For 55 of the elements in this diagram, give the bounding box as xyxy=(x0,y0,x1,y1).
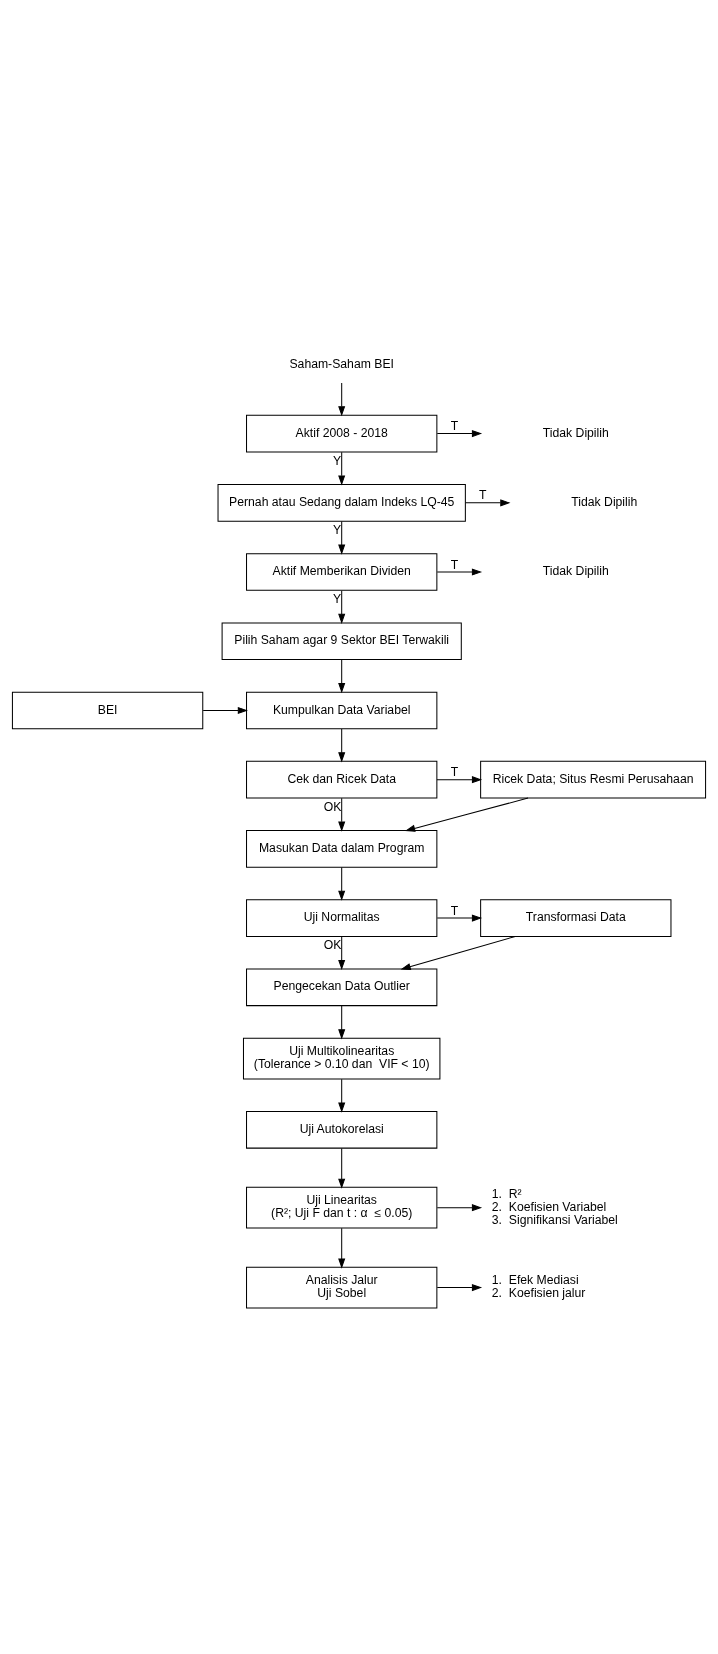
node-box: Masukan Data dalam Program xyxy=(246,830,438,868)
node-text: Tidak Dipilih xyxy=(542,425,609,440)
edge-label: T xyxy=(450,557,459,572)
node-box: Transformasi Data xyxy=(480,899,672,937)
arrow xyxy=(338,1147,346,1189)
node-text: Tidak Dipilih xyxy=(542,564,609,579)
edge-label: OK xyxy=(323,799,342,814)
arrow xyxy=(338,521,346,555)
arrow xyxy=(436,568,483,576)
arrow xyxy=(338,382,346,417)
arrow xyxy=(338,451,346,486)
node-box: BEI xyxy=(11,691,204,730)
node-text: Tidak Dipilih xyxy=(571,494,638,509)
edge-label: Y xyxy=(333,523,342,538)
arrow xyxy=(338,867,346,901)
node-text: 1. Efek Mediasi 2. Koefisien jalur xyxy=(491,1273,586,1301)
arrow xyxy=(202,706,248,715)
node-box: Aktif 2008 - 2018 xyxy=(246,414,438,453)
arrow xyxy=(436,914,483,922)
arrow xyxy=(436,1204,483,1212)
node-text: Saham-Saham BEI xyxy=(289,356,394,371)
arrow xyxy=(436,776,483,784)
node-box: Ricek Data; Situs Resmi Perusahaan xyxy=(480,760,707,799)
arrow xyxy=(405,797,529,832)
node-box: Cek dan Ricek Data xyxy=(246,760,438,799)
node-box: Uji Multikolinearitas (Tolerance > 0.10 dan VIF < 10) xyxy=(242,1037,441,1080)
node-box: Uji Linearitas (R²; Uji F dan t : α ≤ 0.05) xyxy=(246,1186,438,1229)
edge-label: T xyxy=(450,903,459,918)
arrow xyxy=(338,728,346,763)
arrow xyxy=(436,430,483,438)
node-box: Pengecekan Data Outlier xyxy=(246,968,438,1007)
arrow xyxy=(338,590,346,624)
arrow xyxy=(436,1284,483,1292)
edge-label: OK xyxy=(323,938,342,953)
edge-label: T xyxy=(450,765,459,780)
edge-label: T xyxy=(479,488,487,503)
node-box: Pilih Saham agar 9 Sektor BEI Terwakili xyxy=(221,622,462,661)
node-box: Aktif Memberikan Dividen xyxy=(246,553,438,591)
node-box: Uji Autokorelasi xyxy=(246,1111,438,1149)
node-box: Analisis Jalur Uji Sobel xyxy=(246,1266,438,1309)
arrow xyxy=(338,659,346,694)
arrow xyxy=(338,797,346,832)
node-box: Uji Normalitas xyxy=(246,899,438,937)
arrow xyxy=(338,936,346,971)
edge-label: Y xyxy=(333,453,342,468)
arrow xyxy=(338,1227,346,1269)
edge-label: Y xyxy=(333,592,342,607)
node-text: 1. R² 2. Koefisien Variabel 3. Signifikansi Variabel xyxy=(491,1186,618,1228)
node-box: Pernah atau Sedang dalam Indeks LQ-45 xyxy=(217,484,466,522)
arrow xyxy=(338,1005,346,1040)
arrow xyxy=(400,936,516,970)
edge-label: T xyxy=(450,419,459,434)
arrow xyxy=(338,1078,346,1113)
arrow xyxy=(465,499,511,507)
node-box: Kumpulkan Data Variabel xyxy=(246,691,438,730)
